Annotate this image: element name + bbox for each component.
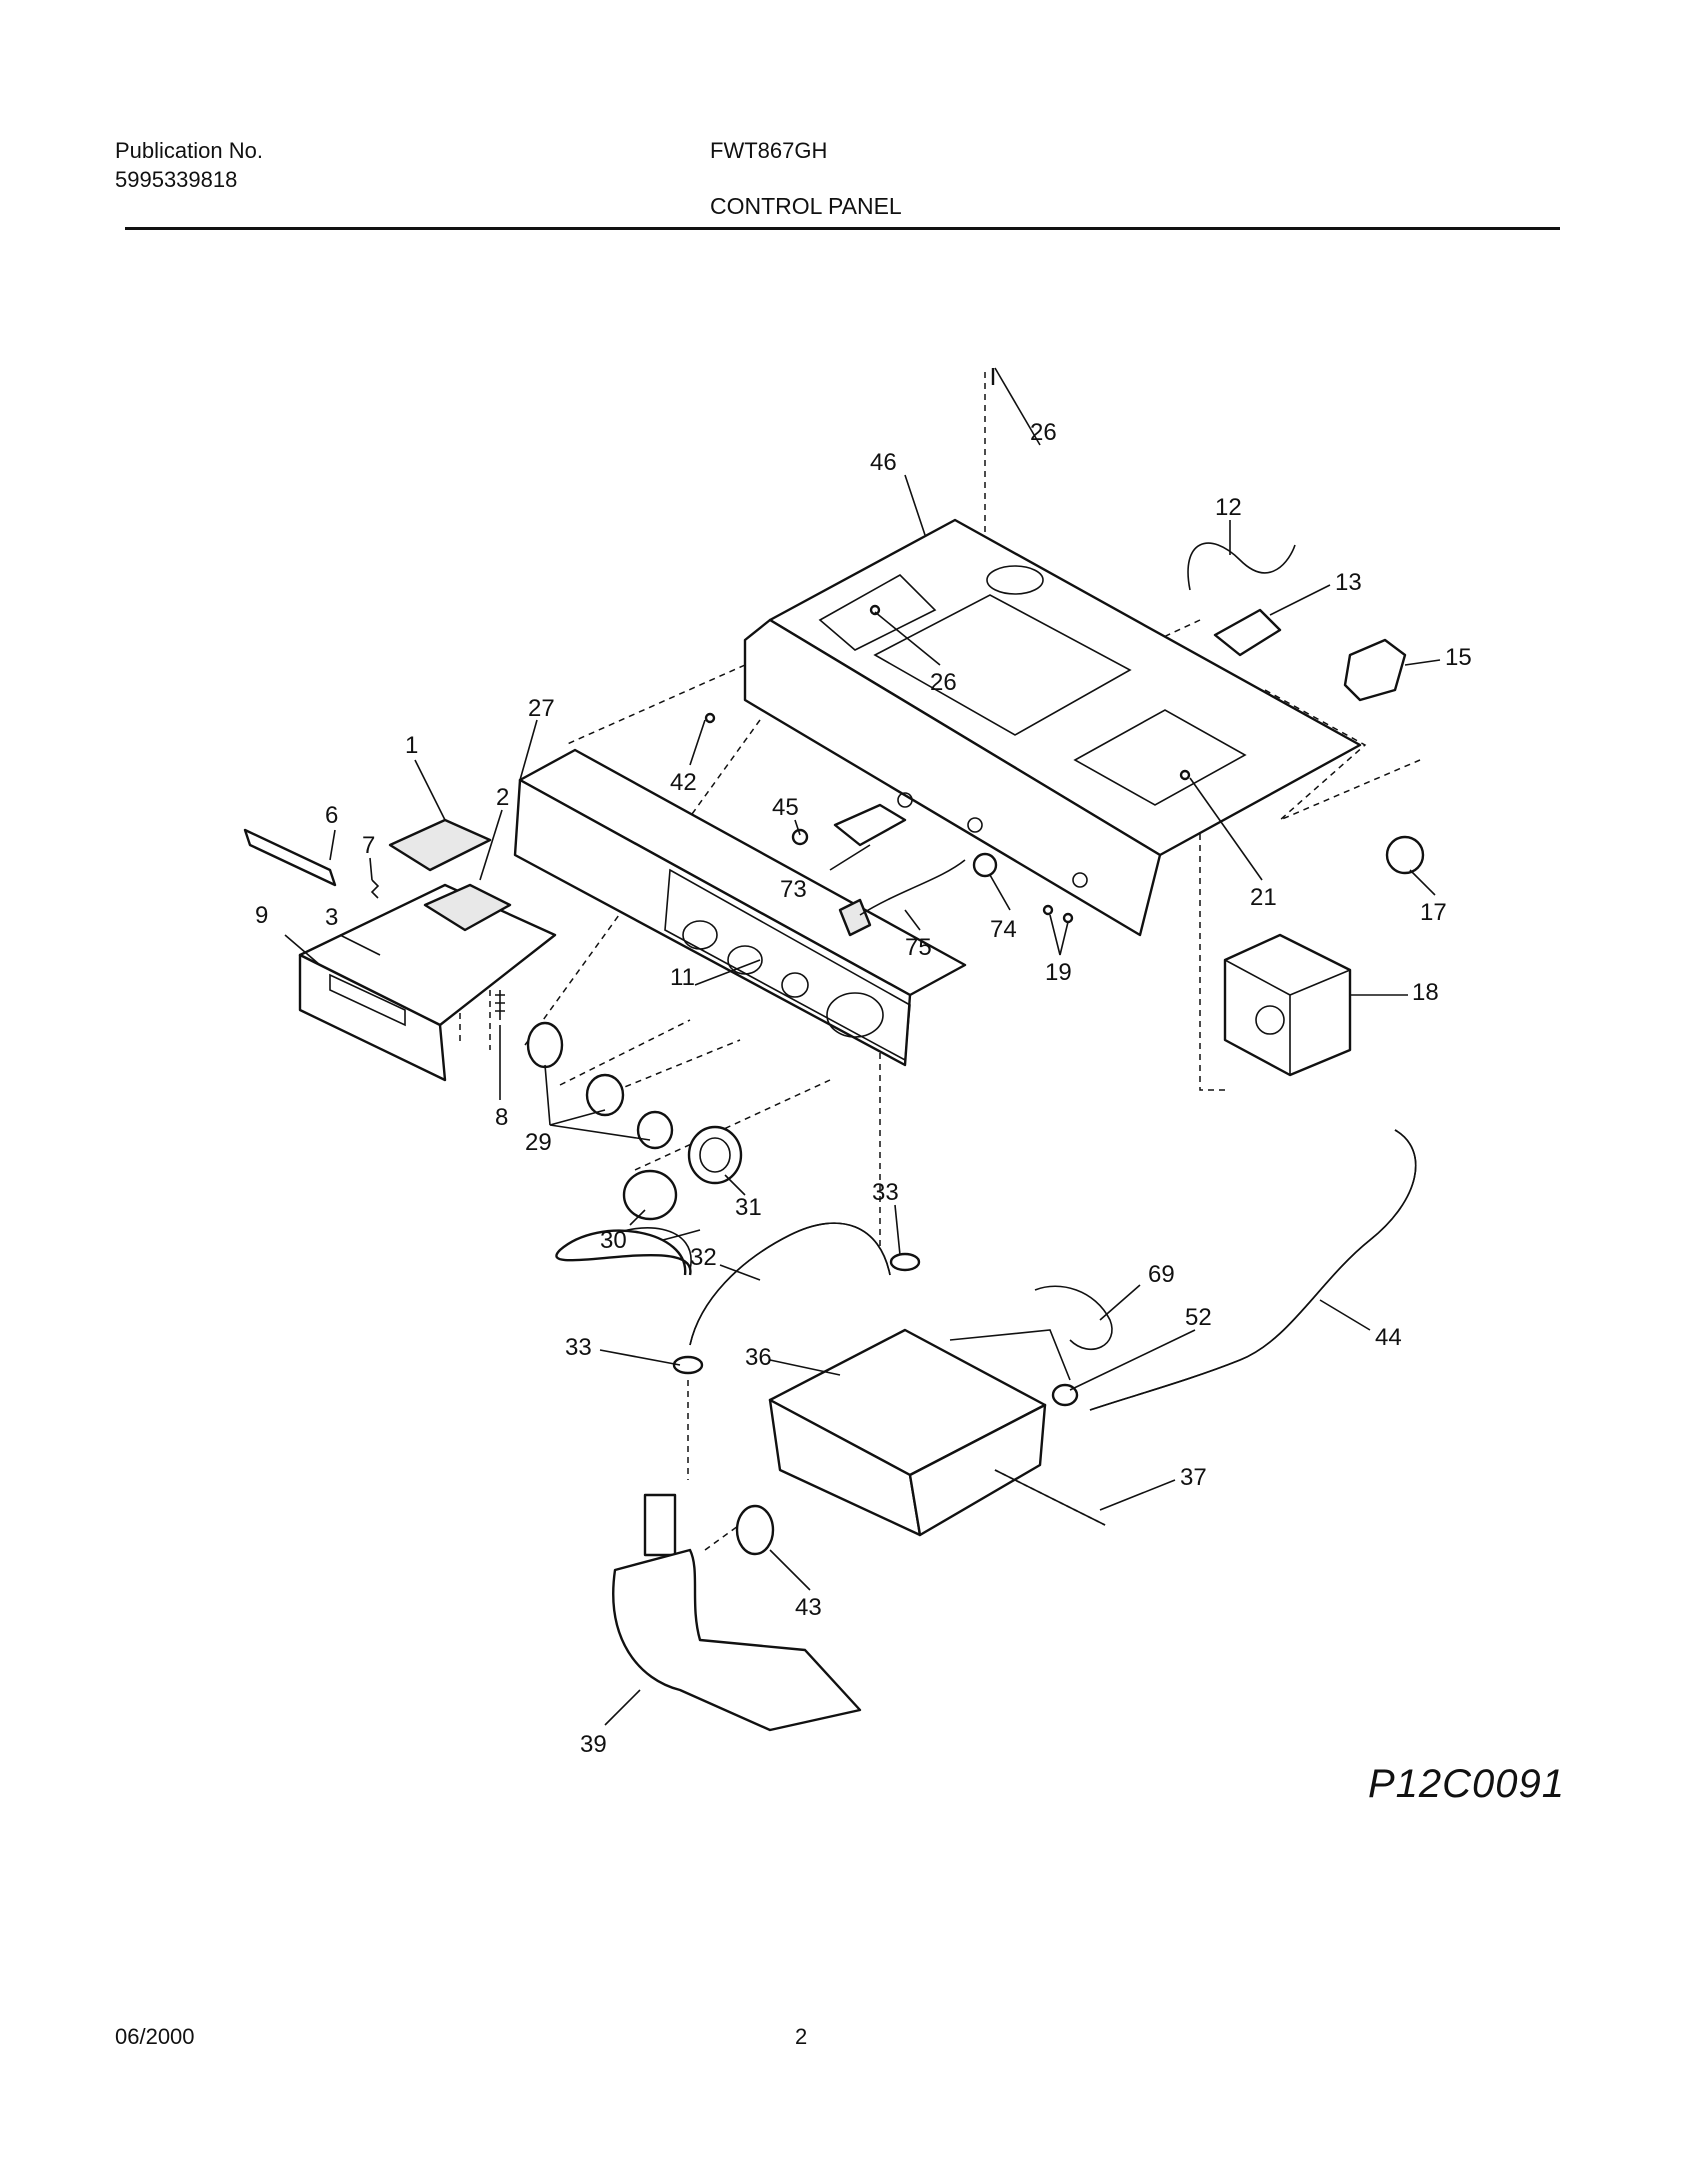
callout: 44 (1375, 1324, 1402, 1351)
spring-upper (370, 879, 380, 899)
callout: 9 (255, 902, 268, 929)
hose-32-outline (555, 1229, 692, 1276)
callout: 8 (495, 1104, 508, 1131)
callout: 74 (990, 916, 1017, 943)
leader-lines (284, 367, 1441, 1726)
screw-19a (1042, 904, 1054, 916)
callout: 32 (690, 1244, 717, 1271)
callout: 15 (1445, 644, 1472, 671)
callout: 1 (405, 732, 418, 759)
callout-labels: 26 46 12 13 15 26 42 27 1 2 6 7 9 3 45 7… (255, 419, 1472, 1758)
callout: 29 (525, 1129, 552, 1156)
knobs (526, 1021, 743, 1221)
callout: 31 (735, 1194, 762, 1221)
callout: 46 (870, 449, 897, 476)
drawing-id: P12C0091 (1368, 1762, 1566, 1806)
callout: 69 (1148, 1261, 1175, 1288)
seal-43 (735, 1504, 775, 1556)
wire-69 (1034, 1285, 1113, 1351)
electronic-module (833, 803, 907, 847)
control-panel-console (513, 748, 967, 1067)
screw-26-lower (869, 604, 881, 616)
callout: 17 (1420, 899, 1447, 926)
callout: 30 (600, 1227, 627, 1254)
callout: 75 (905, 934, 932, 961)
spring-lower (495, 990, 505, 1020)
wire-harness (859, 859, 966, 916)
bellows-37 (994, 1469, 1106, 1526)
callout: 33 (565, 1334, 592, 1361)
timer-18 (1223, 933, 1352, 1077)
callout: 45 (772, 794, 799, 821)
clamp-33-upper (889, 1252, 921, 1272)
dispenser-housing (768, 1328, 1071, 1537)
callout: 19 (1045, 959, 1072, 986)
screw-21 (1179, 769, 1191, 781)
callout: 13 (1335, 569, 1362, 596)
switch-13 (1213, 608, 1282, 657)
sensor-wire (1187, 542, 1296, 591)
hose-32-fill (689, 1222, 891, 1346)
callout: 52 (1185, 1304, 1212, 1331)
header-rule (125, 227, 1560, 230)
hose-32 (689, 1222, 891, 1346)
control-panel-frame (743, 518, 1362, 937)
page-number: 2 (795, 2024, 808, 2049)
hose-44-fill (1089, 1129, 1417, 1411)
hose-44 (1089, 1129, 1417, 1411)
section-title: CONTROL PANEL (710, 193, 902, 219)
switch-15 (1343, 638, 1407, 702)
callout: 7 (362, 832, 375, 859)
callout: 36 (745, 1344, 772, 1371)
callout: 33 (872, 1179, 899, 1206)
switch-17 (1385, 835, 1425, 875)
screw-19b (1062, 912, 1074, 924)
callout: 11 (670, 964, 695, 991)
drawer-inserts (388, 818, 512, 932)
wire-harness-connector (838, 898, 872, 937)
publication-label: Publication No. (115, 138, 263, 163)
screw-42 (704, 712, 716, 724)
callout: 27 (528, 695, 555, 722)
publication-number: 5995339818 (115, 167, 238, 192)
callout: 2 (496, 784, 509, 811)
callout: 18 (1412, 979, 1439, 1006)
callout: 21 (1250, 884, 1277, 911)
dispenser-drawer (298, 883, 557, 1082)
callout: 26 (1030, 419, 1057, 446)
dispenser-bracket (243, 828, 337, 887)
callout: 26 (930, 669, 957, 696)
callout: 43 (795, 1594, 822, 1621)
callout: 39 (580, 1731, 607, 1758)
screw-45 (791, 828, 809, 846)
callout: 6 (325, 802, 338, 829)
clamp-33-lower (672, 1355, 704, 1375)
callout: 42 (670, 769, 697, 796)
callout: 12 (1215, 494, 1242, 521)
callout: 3 (325, 904, 338, 931)
footer-date: 06/2000 (115, 2024, 195, 2049)
callout: 73 (780, 876, 807, 903)
switch-74 (972, 852, 998, 878)
callout: 37 (1180, 1464, 1207, 1491)
elbow-39 (612, 1493, 862, 1732)
model-number: FWT867GH (710, 138, 828, 163)
